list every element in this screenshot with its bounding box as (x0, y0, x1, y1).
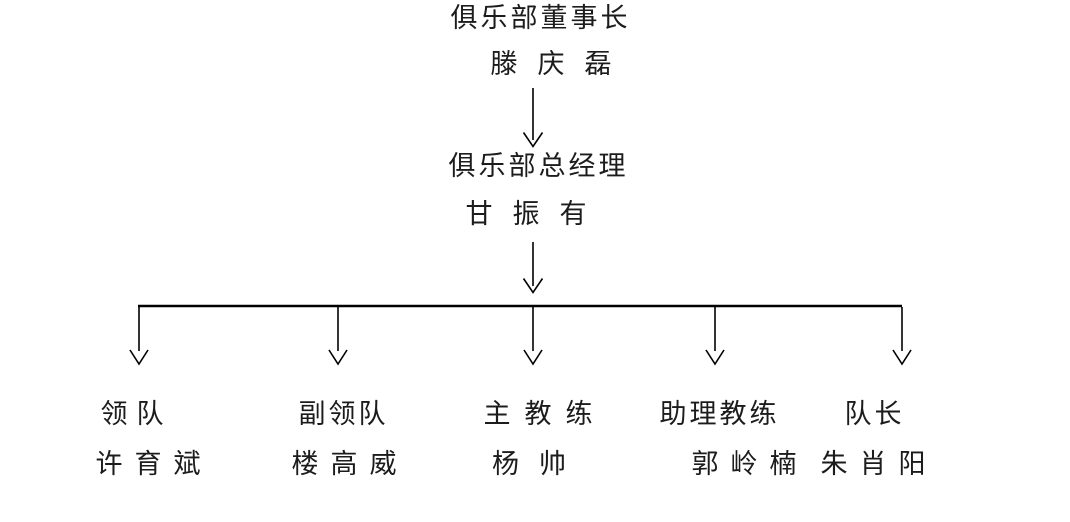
arrow-down-icon (522, 242, 544, 294)
node-team-leader-role: 领队 (100, 399, 173, 429)
node-head-coach-role: 主教练 (483, 399, 607, 429)
node-captain-role: 队长 (844, 399, 905, 429)
arrow-down-icon (129, 307, 149, 366)
arrow-down-icon (705, 307, 725, 366)
arrow-down-icon (892, 307, 912, 366)
arrow-down-icon (328, 307, 348, 366)
node-deputy-team-leader-name: 楼高威 (291, 449, 409, 479)
node-head-coach-name: 杨帅 (492, 449, 586, 479)
node-general-manager-role: 俱乐部总经理 (448, 151, 629, 181)
node-captain-name: 朱肖阳 (820, 449, 938, 479)
arrow-down-icon (522, 88, 544, 148)
arrow-down-icon (523, 307, 543, 366)
node-assistant-coach-name: 郭岭楠 (691, 449, 809, 479)
node-assistant-coach-role: 助理教练 (659, 399, 780, 429)
node-chairman-name: 滕庆磊 (490, 49, 632, 79)
node-deputy-team-leader-role: 副领队 (298, 399, 389, 429)
node-chairman-role: 俱乐部董事长 (450, 3, 631, 33)
node-general-manager-name: 甘振有 (465, 199, 607, 229)
node-team-leader-name: 许育斌 (95, 449, 213, 479)
